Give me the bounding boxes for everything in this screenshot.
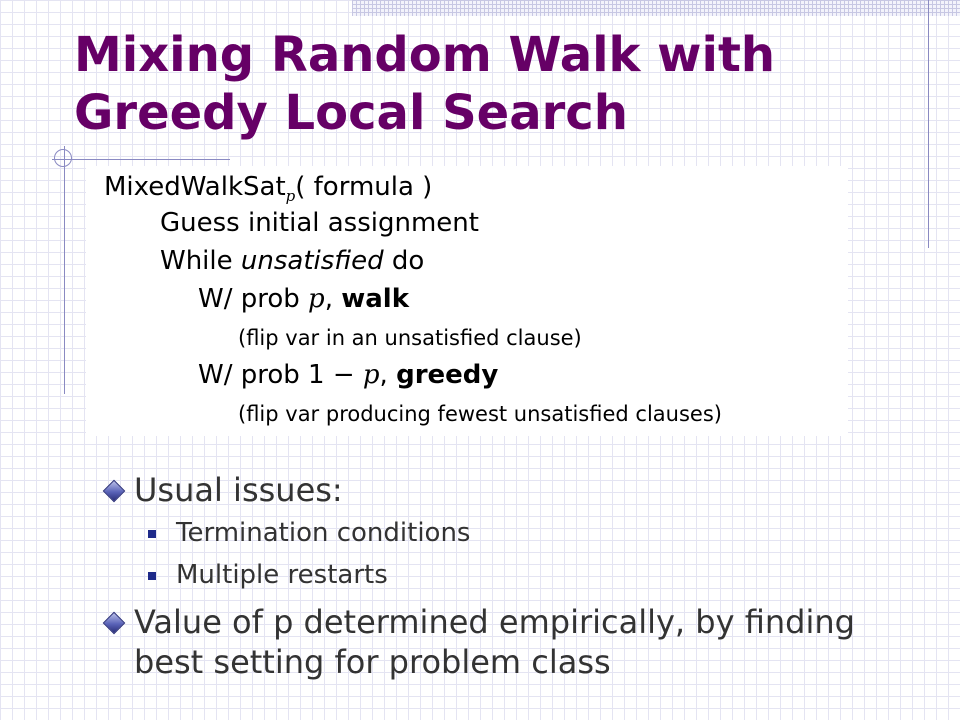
- sub-bullet-text: Multiple restarts: [176, 560, 388, 590]
- slide-title: Mixing Random Walk with Greedy Local Sea…: [74, 26, 914, 142]
- algorithm-while-line: While unsatisfied do: [160, 246, 424, 276]
- walk-label: walk: [341, 284, 409, 314]
- walk-sep: ,: [324, 284, 342, 314]
- greedy-prefix: W/ prob 1 −: [198, 360, 363, 390]
- decorative-vertical-line-right: [928, 0, 929, 248]
- greedy-sep: ,: [379, 360, 397, 390]
- greedy-label: greedy: [396, 360, 499, 390]
- algorithm-name-subscript: p: [285, 187, 296, 205]
- algorithm-pseudocode: MixedWalkSatp( formula ) Guess initial a…: [86, 166, 848, 436]
- walk-prob: p: [308, 284, 325, 314]
- slide-title-line-2: Greedy Local Search: [74, 85, 628, 141]
- decorative-vertical-line-left: [64, 146, 65, 394]
- diamond-bullet-icon: [102, 479, 126, 503]
- bullet-text-line-2: best setting for problem class: [134, 643, 611, 681]
- algorithm-walk-note: (flip var in an unsatisfied clause): [238, 326, 582, 350]
- while-suffix: do: [383, 246, 425, 276]
- algorithm-greedy-line: W/ prob 1 − p, greedy: [198, 360, 498, 390]
- greedy-prob: p: [362, 360, 380, 390]
- algorithm-walk-line: W/ prob p, walk: [198, 284, 409, 314]
- decorative-top-band: [352, 0, 960, 16]
- bullet-text: Usual issues:: [134, 471, 343, 509]
- square-bullet-icon: [148, 530, 156, 538]
- algorithm-greedy-note: (flip var producing fewest unsatisfied c…: [238, 402, 722, 426]
- slide-title-line-1: Mixing Random Walk with: [74, 27, 776, 83]
- algorithm-guess-line: Guess initial assignment: [160, 208, 479, 238]
- decorative-horizontal-line: [52, 159, 230, 160]
- walk-prefix: W/ prob: [198, 284, 309, 314]
- while-condition: unsatisfied: [240, 246, 384, 276]
- algorithm-args: ( formula ): [295, 172, 433, 202]
- algorithm-name: MixedWalkSat: [104, 172, 286, 202]
- while-prefix: While: [160, 246, 241, 276]
- square-bullet-icon: [148, 572, 156, 580]
- sub-bullet-text: Termination conditions: [176, 518, 471, 548]
- decorative-circle: [54, 149, 72, 167]
- bullet-text-line-1: Value of p determined empirically, by fi…: [134, 603, 855, 641]
- algorithm-header: MixedWalkSatp( formula ): [104, 172, 432, 205]
- diamond-bullet-icon: [102, 611, 126, 635]
